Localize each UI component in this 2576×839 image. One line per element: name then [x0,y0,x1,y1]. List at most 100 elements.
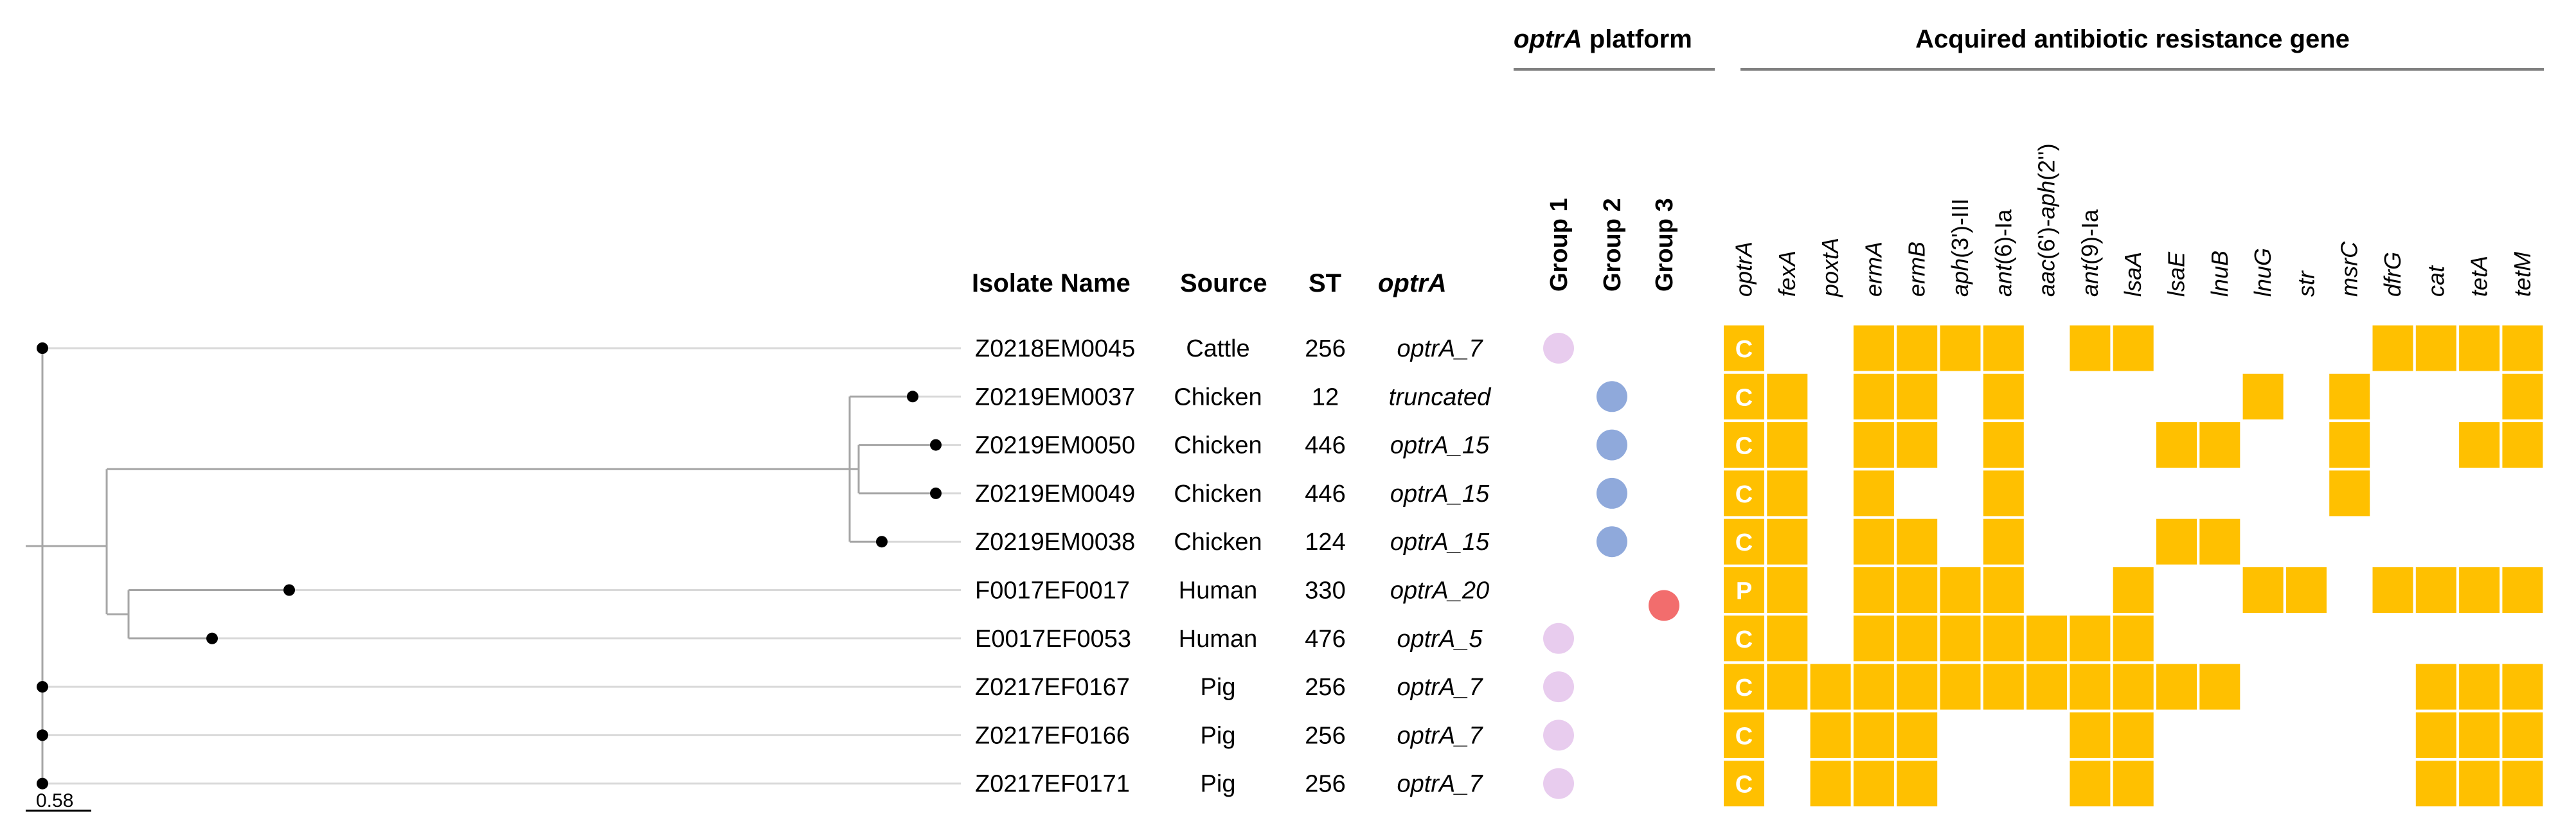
gene-present-cell [2285,567,2327,613]
gene-present-cell [1724,761,1764,807]
gene-present-cell [1853,567,1894,613]
platform-title: optrA platform [1514,25,1692,53]
group-1-dot [1543,671,1574,703]
platform-group-dots [1543,333,1679,799]
gene-present-cell [2070,712,2111,758]
gene-present-cell [1897,615,1938,662]
gene-present-cell [1767,422,1808,468]
gene-present-cell [1724,567,1764,613]
gene-present-cell [2026,664,2068,710]
gene-header-part: ermA [1860,242,1886,297]
gene-present-cell [2415,712,2456,758]
gene-present-cell [2415,567,2456,613]
group-2-dot [1597,526,1627,558]
group-2-dot [1597,381,1627,412]
gene-present-cell [2459,664,2500,710]
gene-header: fexA [1774,251,1800,297]
gene-present-cell [1724,422,1764,468]
gene-present-cell [1724,518,1764,565]
gene-header: ermB [1904,242,1930,297]
tree-leaf-node [37,681,48,693]
gene-header: lsaA [2120,252,2146,297]
tree-leaf-node [930,487,942,499]
platform-title-italic: optrA [1514,25,1582,53]
gene-header-part: ermB [1904,242,1930,297]
gene-header: optrA [1731,242,1757,297]
gene-present-cell [2415,664,2456,710]
optra-variant-cell: optrA_15 [1390,432,1490,459]
gene-present-cell [2156,518,2197,565]
gene-present-cell [1810,664,1851,710]
st-cell: 330 [1305,578,1345,605]
header-isolate-name: Isolate Name [972,269,1131,297]
gene-header-part: (9)-Ia [2077,209,2103,265]
gene-header-part: optrA [1731,242,1757,297]
optra-location-label: C [1735,529,1753,556]
gene-present-cell [2070,664,2111,710]
tree-leaf-node [283,584,295,596]
gene-present-cell [1983,325,2024,371]
gene-present-cell [1897,712,1938,758]
gene-present-cell [1767,615,1808,662]
gene-present-cell [2329,470,2370,517]
gene-present-cell [1897,373,1938,420]
source-cell: Human [1179,626,1258,653]
optra-variant-cell: truncated [1389,384,1492,411]
gene-present-cell [1983,567,2024,613]
gene-present-cell [2199,664,2241,710]
gene-header-part: tetA [2466,256,2492,297]
optra-location-label: C [1735,481,1753,508]
gene-header-part: cat [2422,265,2449,297]
tree-leaf-node [206,632,218,644]
gene-present-cell [2070,325,2111,371]
gene-header-part: ant [1990,263,2016,297]
optra-variant-cell: optrA_15 [1390,481,1490,508]
source-cell: Chicken [1174,481,1262,508]
isolate-name-cell: Z0218EM0045 [975,335,1135,362]
gene-present-cell [1853,664,1894,710]
isolate-name-cell: Z0219EM0037 [975,384,1135,411]
gene-present-cell [1983,615,2024,662]
st-cell: 12 [1312,384,1339,411]
gene-header-part: aph [2034,181,2060,219]
gene-header-part: lsaA [2120,252,2146,297]
gene-header-part: (3')-III [1947,199,1973,258]
gene-present-cell [2415,325,2456,371]
tree-leaf-node [907,391,918,403]
gene-present-cell [2113,325,2154,371]
gene-header-part: lsaE [2163,251,2190,297]
gene-present-cell [1767,373,1808,420]
optra-location-label: C [1735,723,1753,750]
gene-present-cell [2502,373,2543,420]
optra-location-label: C [1735,626,1753,653]
gene-present-cell [2502,664,2543,710]
optra-variant-cell: optrA_5 [1397,626,1483,653]
gene-present-cell [1853,422,1894,468]
st-cell: 256 [1305,674,1345,701]
source-cell: Pig [1201,674,1236,701]
gene-header: lsaE [2163,251,2190,297]
gene-present-cell [2459,422,2500,468]
optra-location-label: P [1736,578,1752,605]
group-1-dot [1543,768,1574,799]
gene-present-cell [2502,712,2543,758]
gene-present-cell [2026,615,2068,662]
source-cell: Chicken [1174,529,1262,556]
gene-present-cell [1897,325,1938,371]
gene-present-cell [2199,422,2241,468]
source-cell: Pig [1201,771,1236,798]
gene-header-part: aph [1947,258,1973,297]
gene-header-part: poxtA [1817,238,1843,297]
gene-header-part: lnuB [2206,251,2233,297]
gene-present-cell [2113,567,2154,613]
gene-present-cell [2113,761,2154,807]
gene-header-part: ant [2077,263,2103,297]
gene-present-cell [2156,422,2197,468]
gene-present-cell [1983,664,2024,710]
gene-present-cell [2415,761,2456,807]
